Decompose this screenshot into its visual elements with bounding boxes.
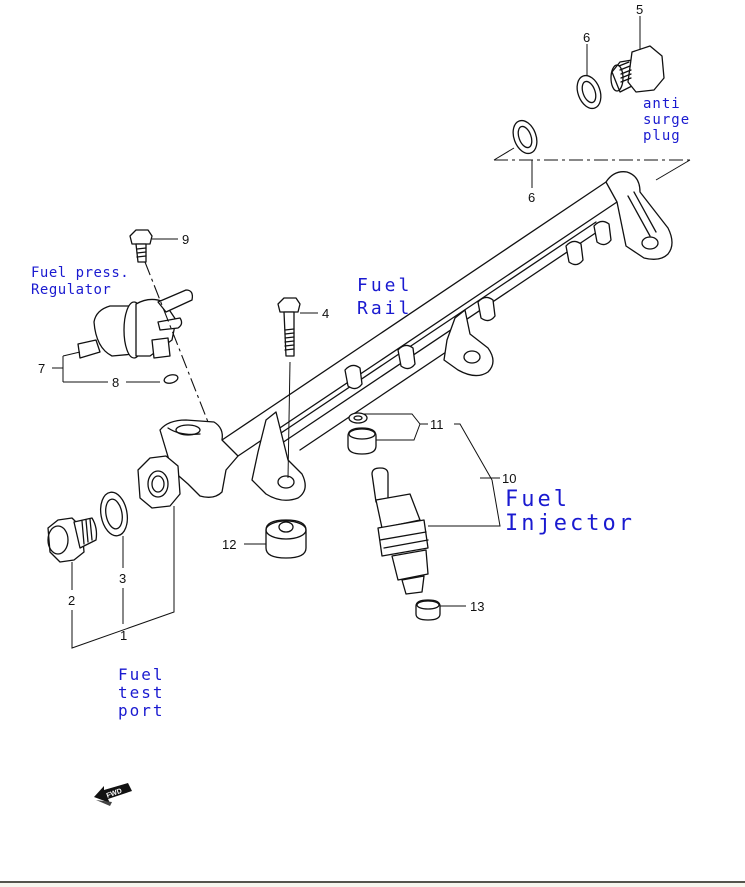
annotation-line: Injector bbox=[505, 511, 635, 536]
injector-seals bbox=[347, 412, 377, 455]
washer-lower bbox=[512, 119, 538, 155]
washer-upper bbox=[576, 74, 602, 110]
annotation-fuel-rail: Fuel Rail bbox=[357, 275, 412, 319]
callout-13: 13 bbox=[470, 599, 484, 614]
callout-1: 1 bbox=[120, 628, 127, 643]
callout-numbers: 5 6 6 9 7 8 4 11 10 13 12 2 3 1 bbox=[38, 2, 643, 643]
annotation-line: surge bbox=[643, 112, 690, 128]
annotation-line: test bbox=[118, 683, 165, 702]
test-port-plug bbox=[47, 517, 98, 563]
injector-grommet bbox=[415, 599, 441, 621]
callout-12: 12 bbox=[222, 537, 236, 552]
callout-11: 11 bbox=[430, 417, 444, 432]
callout-6-upper: 6 bbox=[583, 30, 590, 45]
annotation-line: Fuel bbox=[118, 665, 165, 684]
callout-2: 2 bbox=[68, 593, 75, 608]
annotation-line: Fuel bbox=[505, 487, 570, 512]
leader-lines bbox=[52, 16, 691, 649]
annotation-fuel-press-regulator: Fuel press. Regulator bbox=[31, 265, 129, 298]
annotation-line: Fuel press. bbox=[31, 265, 129, 281]
annotation-line: anti bbox=[643, 96, 681, 112]
test-port-gasket bbox=[99, 491, 129, 537]
annotation-fuel-injector: Fuel Injector bbox=[505, 487, 635, 536]
annotation-line: port bbox=[118, 701, 165, 720]
regulator-bolt bbox=[129, 229, 153, 263]
fuel-rail bbox=[137, 171, 673, 509]
annotation-line: Rail bbox=[357, 298, 412, 319]
callout-7: 7 bbox=[38, 361, 45, 376]
callout-5: 5 bbox=[636, 2, 643, 17]
fwd-arrow-icon: FWD bbox=[94, 783, 132, 806]
insulator bbox=[265, 519, 307, 559]
fuel-injector bbox=[371, 467, 429, 595]
callout-6-lower: 6 bbox=[528, 190, 535, 205]
annotation-line: Fuel bbox=[357, 275, 412, 296]
callout-4: 4 bbox=[322, 306, 329, 321]
callout-10: 10 bbox=[502, 471, 516, 486]
bottom-strip bbox=[0, 883, 745, 887]
rail-bolt bbox=[277, 297, 301, 357]
fuel-pressure-regulator bbox=[77, 289, 194, 359]
callout-3: 3 bbox=[119, 571, 126, 586]
callout-8: 8 bbox=[112, 375, 119, 390]
annotation-line: Regulator bbox=[31, 282, 111, 298]
callout-9: 9 bbox=[182, 232, 189, 247]
bottom-divider bbox=[0, 881, 745, 883]
annotation-line: plug bbox=[643, 128, 681, 144]
o-ring-8 bbox=[163, 374, 179, 384]
annotation-fuel-test-port: Fuel test port bbox=[118, 665, 165, 720]
annotation-anti-surge-plug: anti surge plug bbox=[643, 96, 690, 144]
anti-surge-plug bbox=[610, 45, 665, 93]
